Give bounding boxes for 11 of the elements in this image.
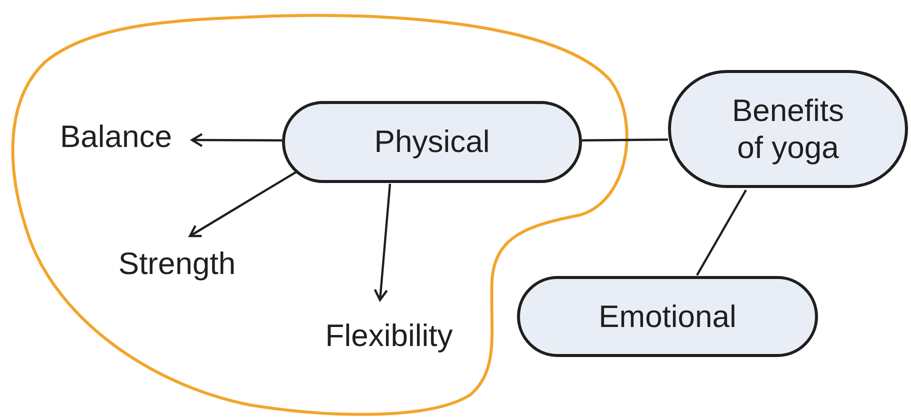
box-label: Physical	[374, 123, 490, 161]
connector-line	[696, 189, 747, 276]
topic-label: Strength	[118, 246, 236, 282]
topic-label: Balance	[60, 119, 172, 155]
arrow	[188, 171, 297, 238]
box-label: Emotional	[598, 298, 736, 336]
arrow	[190, 132, 282, 148]
topic-label: Flexibility	[325, 318, 453, 354]
arrow	[374, 184, 392, 302]
box-label: Benefits of yoga	[730, 92, 845, 166]
connector-line	[582, 138, 668, 142]
